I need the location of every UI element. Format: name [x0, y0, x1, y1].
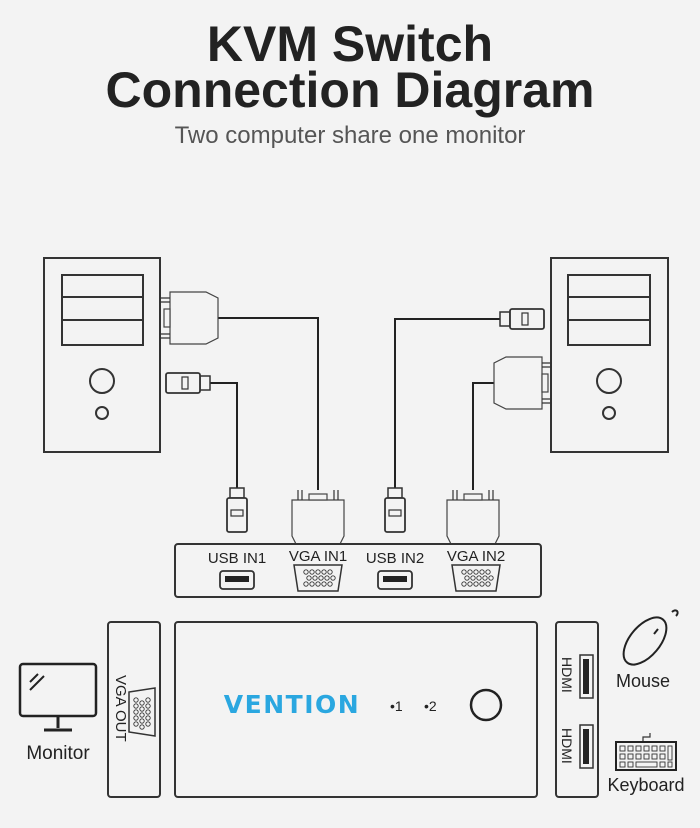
mouse-label: Mouse: [616, 671, 670, 691]
vga-in1-label: VGA IN1: [289, 548, 347, 565]
hdmi-panel: HDMI HDMI: [555, 621, 599, 798]
monitor-icon: [18, 662, 98, 732]
input-ports-panel: USB IN1 VGA IN1 USB IN2 VGA IN2: [174, 543, 542, 598]
vga-in2-label: VGA IN2: [447, 548, 505, 565]
led-2-label: •2: [424, 698, 437, 714]
title-line2: Connection Diagram: [106, 62, 595, 118]
computer-2-icon: [550, 257, 669, 453]
vga-out-panel: VGA OUT: [107, 621, 161, 798]
switch-button[interactable]: [469, 688, 503, 722]
usb-cable-2: [384, 308, 545, 533]
vga-port-icon: [293, 564, 343, 592]
usb-port-icon: [377, 570, 413, 590]
usb-cable-1: [165, 372, 248, 533]
subtitle: Two computer share one monitor: [175, 122, 526, 149]
mouse-icon: [622, 609, 679, 666]
usb-in1-label: USB IN1: [208, 550, 266, 567]
monitor-label: Monitor: [26, 743, 90, 764]
vga-port-icon: [451, 564, 501, 592]
vga-cable-1: [159, 291, 345, 549]
keyboard-label: Keyboard: [607, 775, 684, 795]
vga-out-label: VGA OUT: [112, 675, 129, 742]
usb-port-2-icon: [579, 724, 594, 769]
hdmi-2-label: HDMI: [559, 728, 575, 764]
keyboard-icon: [615, 733, 677, 771]
led-1-label: •1: [390, 698, 403, 714]
usb-port-icon: [219, 570, 255, 590]
vention-logo: VENTION: [224, 690, 360, 719]
title-line1: KVM Switch: [207, 16, 493, 72]
usb-port-1-icon: [579, 654, 594, 699]
computer-1-icon: [43, 257, 161, 453]
vga-cable-2: [446, 356, 553, 549]
hdmi-1-label: HDMI: [559, 657, 575, 693]
kvm-switch-front: VENTION •1 •2: [174, 621, 538, 798]
vga-out-port-icon: [128, 687, 156, 737]
usb-in2-label: USB IN2: [366, 550, 424, 567]
